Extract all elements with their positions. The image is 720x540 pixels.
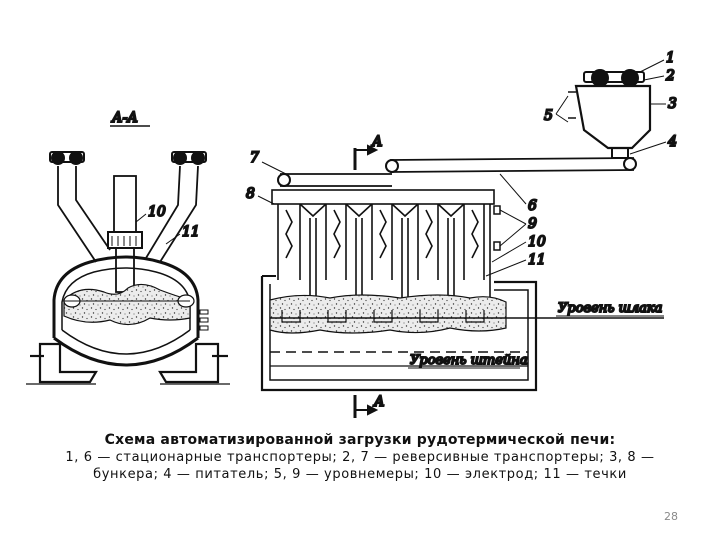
electrode (107, 175, 143, 293)
label-9: 9 (528, 216, 537, 232)
figure-caption: Схема автоматизированной загрузки рудоте… (14, 432, 706, 482)
label-11: 11 (528, 252, 546, 268)
furnace-loading-diagram: А-А (26, 49, 678, 418)
caption-line-2: бункера; 4 — питатель; 5, 9 — уровнемеры… (93, 467, 627, 482)
left-chute (57, 166, 111, 263)
furnace-body (260, 275, 664, 392)
section-aa-label: А-А (111, 110, 138, 126)
label-electrode-10: 10 (148, 204, 166, 220)
label-5: 5 (544, 108, 553, 124)
right-chute (145, 165, 199, 263)
label-8: 8 (246, 186, 255, 202)
label-3: 3 (668, 96, 677, 112)
slag-level-label: Уровень шлака (558, 301, 662, 316)
label-7: 7 (250, 150, 259, 166)
level-meters-9 (493, 205, 501, 251)
section-marker-a-top: А (371, 134, 383, 150)
section-marker-bottom: А (353, 393, 386, 418)
page-number: 28 (664, 510, 678, 523)
furnace-shell (52, 255, 200, 367)
bunkers-8-row (271, 189, 495, 300)
label-2: 2 (665, 68, 675, 84)
label-1: 1 (666, 50, 675, 66)
section-marker-top: А (353, 133, 384, 170)
side-terminals (199, 309, 209, 331)
longitudinal-view: А А 1 2 3 4 5 (245, 49, 678, 418)
bunker-3 (568, 69, 652, 159)
furnace-supports (26, 342, 230, 385)
label-4: 4 (667, 134, 677, 150)
section-marker-a-bottom: А (373, 394, 385, 410)
conveyor-7 (277, 173, 392, 187)
label-6: 6 (528, 198, 537, 214)
right-roller-pair (171, 151, 207, 165)
left-roller-pair (49, 151, 85, 165)
caption-line-1: 1, 6 — стационарные транспортеры; 2, 7 —… (65, 450, 655, 465)
label-10: 10 (528, 234, 546, 250)
caption-title: Схема автоматизированной загрузки рудоте… (104, 432, 616, 448)
matte-level-label: Уровень штейна (410, 353, 528, 368)
label-tap-11: 11 (182, 224, 200, 240)
section-aa-view: А-А (26, 109, 230, 385)
conveyor-6 (385, 157, 637, 173)
